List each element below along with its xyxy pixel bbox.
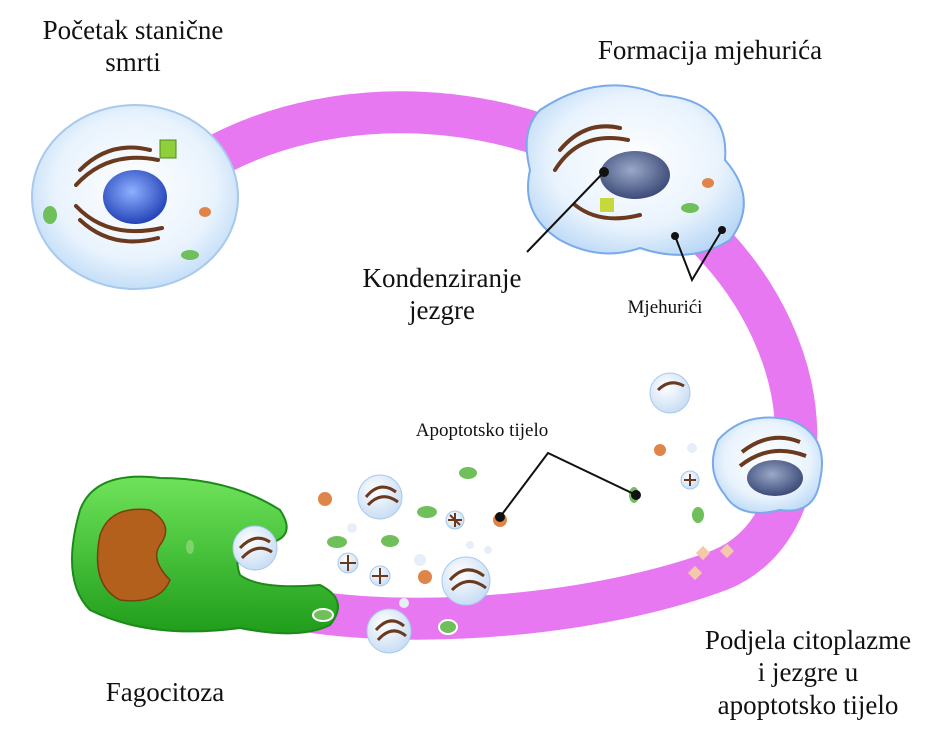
label-fagocitoza: Fagocitoza <box>70 676 260 708</box>
label-podjela: Podjela citoplazme i jezgre u apoptotsko… <box>668 624 948 721</box>
label-formacija: Formacija mjehurića <box>565 34 855 66</box>
label-kondenziranje-line2: jezgre <box>332 294 552 326</box>
nucleus-icon <box>103 170 167 224</box>
label-podjela-line3: apoptotsko tijelo <box>668 689 948 721</box>
label-kondenziranje-line1: Kondenziranje <box>332 262 552 294</box>
mitochondria-icon <box>43 206 57 224</box>
label-mjehurici: Mjehurići <box>600 297 730 320</box>
label-pocetak-line2: smrti <box>8 46 258 78</box>
label-pocetak: Početak stanične smrti <box>8 14 258 79</box>
label-kondenziranje: Kondenziranje jezgre <box>332 262 552 327</box>
label-apoptotsko: Apoptotsko tijelo <box>382 420 582 443</box>
phagocyte-cell <box>72 477 338 634</box>
mitochondria-icon <box>600 198 614 212</box>
blebbing-cell <box>527 85 744 254</box>
mitochondria-icon <box>181 250 199 260</box>
healthy-cell <box>32 105 238 289</box>
label-podjela-line1: Podjela citoplazme <box>668 624 948 656</box>
vesicle-icon <box>199 207 211 217</box>
condensed-nucleus-icon <box>600 151 670 199</box>
label-podjela-line2: i jezgre u <box>668 656 948 688</box>
mitochondria-icon <box>160 140 176 158</box>
label-pocetak-line1: Početak stanične <box>8 14 258 46</box>
